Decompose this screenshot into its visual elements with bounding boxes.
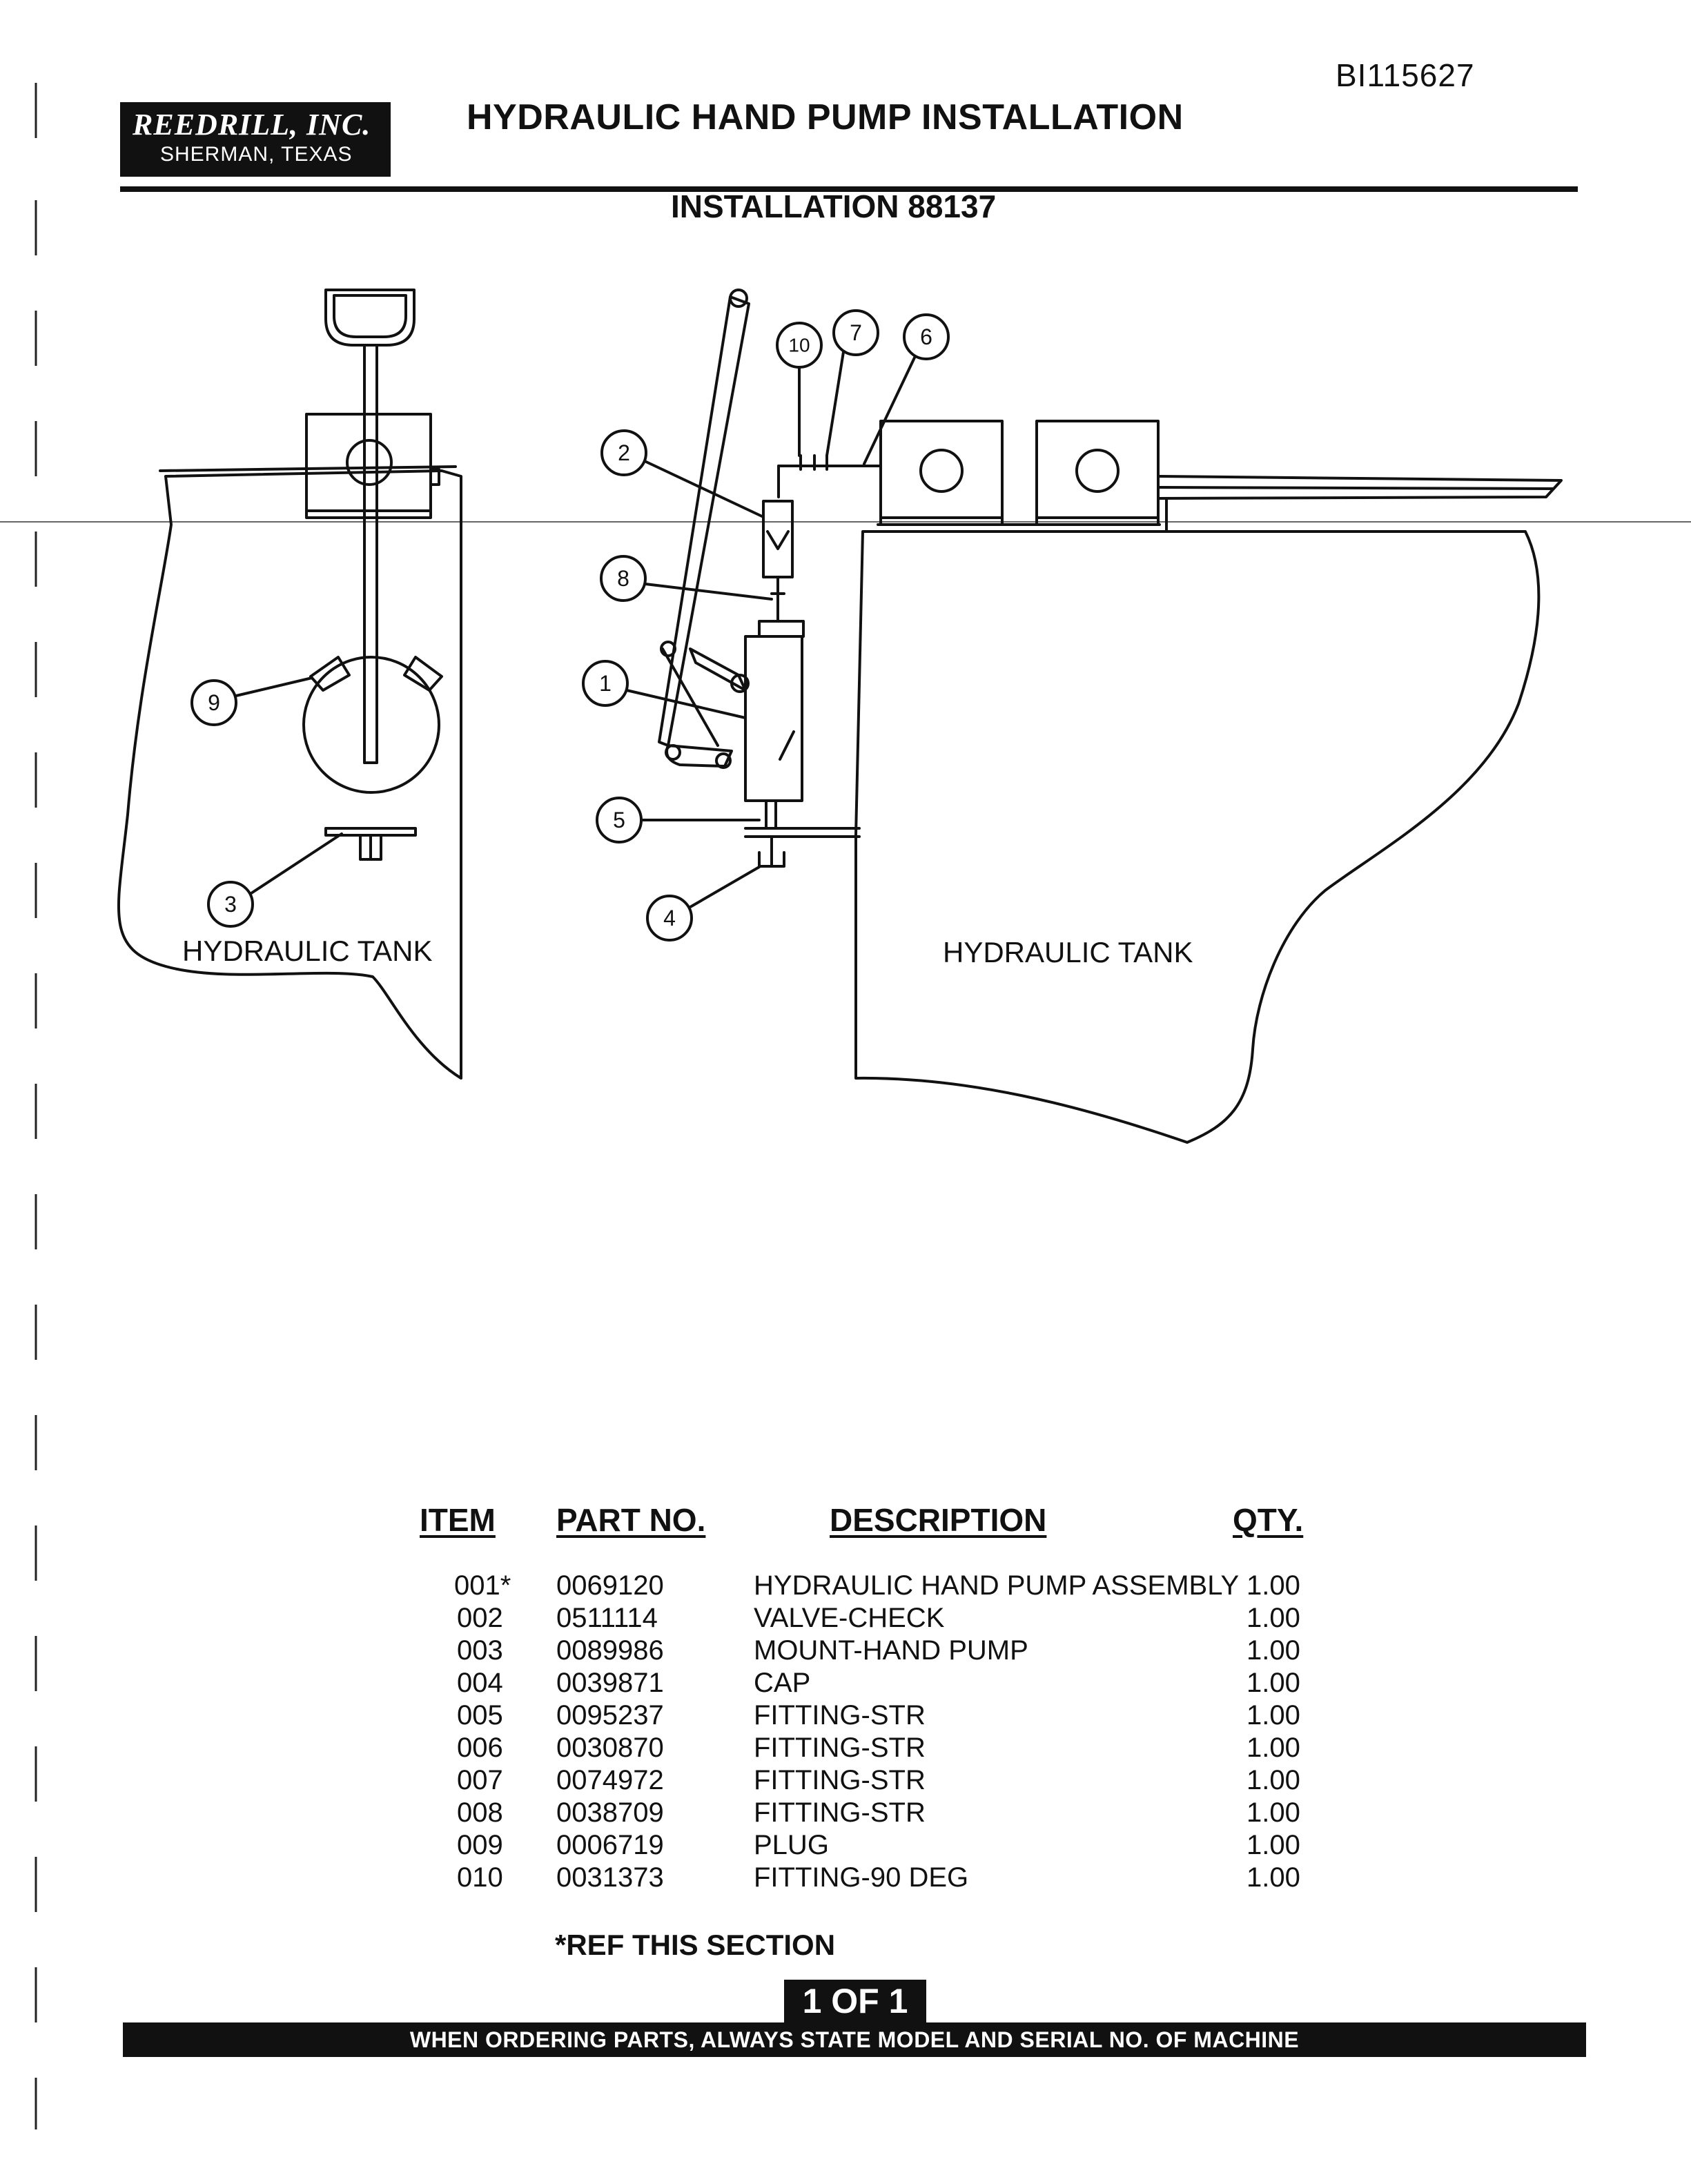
part-no-cell: 0511114 — [556, 1603, 658, 1633]
right-mount-block-2 — [1035, 420, 1160, 526]
qty-cell: 1.00 — [1247, 1603, 1300, 1633]
description-cell: HYDRAULIC HAND PUMP ASSEMBLY — [754, 1570, 1240, 1601]
callout-1-circle — [582, 660, 629, 707]
table-row: 007 0074972 FITTING-STR 1.00 — [414, 1765, 1380, 1797]
right-check-valve — [762, 500, 794, 578]
left-tank-outline — [117, 469, 462, 1080]
table-row: 009 0006719 PLUG 1.00 — [414, 1830, 1380, 1862]
part-no-cell: 0031373 — [556, 1862, 664, 1893]
part-no-cell: 0038709 — [556, 1797, 664, 1828]
qty-cell: 1.00 — [1247, 1668, 1300, 1698]
table-row: 003 0089986 MOUNT-HAND PUMP 1.00 — [414, 1635, 1380, 1668]
header-rule — [120, 186, 1578, 192]
description-cell: FITTING-STR — [754, 1700, 926, 1730]
company-logo: REEDRILL, INC. SHERMAN, TEXAS — [120, 102, 391, 177]
qty-cell: 1.00 — [1247, 1797, 1300, 1828]
item-cell: 008 — [457, 1797, 503, 1828]
description-cell: PLUG — [754, 1830, 829, 1860]
part-no-cell: 0039871 — [556, 1668, 664, 1698]
callout-8-circle — [600, 555, 647, 602]
description-cell: CAP — [754, 1668, 811, 1698]
table-row: 002 0511114 VALVE-CHECK 1.00 — [414, 1603, 1380, 1635]
right-tank-outline — [854, 530, 1541, 1144]
callout-8-label: 8 — [617, 566, 629, 591]
callout-7-circle — [832, 309, 879, 356]
table-row: 008 0038709 FITTING-STR 1.00 — [414, 1797, 1380, 1830]
table-row: 006 0030870 FITTING-STR 1.00 — [414, 1733, 1380, 1765]
callout-6-label: 6 — [920, 324, 932, 349]
left-mount-block — [305, 413, 432, 519]
table-row: 005 0095237 FITTING-STR 1.00 — [414, 1700, 1380, 1733]
installation-diagram: 1 2 3 4 5 6 7 8 9 10 HYDRAULIC TANK HYDR… — [0, 289, 1691, 1144]
logo-city: SHERMAN, TEXAS — [160, 143, 353, 166]
item-cell: 007 — [457, 1765, 503, 1795]
left-mount-hole — [346, 439, 393, 486]
document-id: BI115627 — [1336, 57, 1475, 93]
item-cell: 004 — [457, 1668, 503, 1698]
qty-cell: 1.00 — [1247, 1700, 1300, 1730]
page-subtitle: INSTALLATION 88137 — [671, 188, 997, 224]
item-cell: 001* — [454, 1570, 511, 1601]
callout-2-circle — [600, 429, 647, 476]
item-cell: 010 — [457, 1862, 503, 1893]
table-row: 001* 0069120 HYDRAULIC HAND PUMP ASSEMBL… — [414, 1570, 1380, 1603]
item-cell: 005 — [457, 1700, 503, 1730]
description-cell: MOUNT-HAND PUMP — [754, 1635, 1028, 1666]
page-title: HYDRAULIC HAND PUMP INSTALLATION — [467, 97, 1184, 137]
qty-cell: 1.00 — [1247, 1733, 1300, 1763]
callout-9-circle — [190, 679, 237, 726]
callout-1-label: 1 — [599, 671, 612, 696]
header-part-no: PART NO. — [556, 1502, 706, 1538]
table-row: 004 0039871 CAP 1.00 — [414, 1668, 1380, 1700]
qty-cell: 1.00 — [1247, 1570, 1300, 1601]
footer-banner: WHEN ORDERING PARTS, ALWAYS STATE MODEL … — [123, 2022, 1586, 2057]
callout-9-label: 9 — [208, 690, 220, 715]
qty-cell: 1.00 — [1247, 1862, 1300, 1893]
callout-6-circle — [903, 313, 950, 360]
description-cell: FITTING-STR — [754, 1765, 926, 1795]
right-pump-cylinder — [744, 635, 803, 802]
callout-4-circle — [646, 895, 693, 942]
header-description: DESCRIPTION — [830, 1502, 1047, 1538]
ref-note: *REF THIS SECTION — [555, 1929, 836, 1961]
description-cell: FITTING-STR — [754, 1733, 926, 1763]
qty-cell: 1.00 — [1247, 1765, 1300, 1795]
part-no-cell: 0089986 — [556, 1635, 664, 1666]
callout-2-label: 2 — [618, 440, 630, 465]
callout-3-circle — [207, 881, 254, 928]
description-cell: FITTING-90 DEG — [754, 1862, 969, 1893]
table-row: 010 0031373 FITTING-90 DEG 1.00 — [414, 1862, 1380, 1895]
part-no-cell: 0006719 — [556, 1830, 664, 1860]
binder-edge-marks — [35, 83, 37, 2129]
right-tank-label: HYDRAULIC TANK — [943, 936, 1193, 968]
item-cell: 006 — [457, 1733, 503, 1763]
qty-cell: 1.00 — [1247, 1830, 1300, 1860]
right-mount-block-1 — [879, 420, 1004, 526]
part-no-cell: 0069120 — [556, 1570, 664, 1601]
item-cell: 002 — [457, 1603, 503, 1633]
callout-4-label: 4 — [663, 906, 676, 930]
left-handle-grip — [324, 289, 416, 347]
item-cell: 003 — [457, 1635, 503, 1666]
header-item: ITEM — [420, 1502, 496, 1538]
item-cell: 009 — [457, 1830, 503, 1860]
callout-7-label: 7 — [850, 320, 862, 345]
description-cell: VALVE-CHECK — [754, 1603, 945, 1633]
part-no-cell: 0030870 — [556, 1733, 664, 1763]
page-indicator: 1 OF 1 — [784, 1980, 926, 2022]
part-no-cell: 0074972 — [556, 1765, 664, 1795]
logo-company-name: REEDRILL, INC. — [133, 108, 371, 142]
part-no-cell: 0095237 — [556, 1700, 664, 1730]
description-cell: FITTING-STR — [754, 1797, 926, 1828]
left-pump-body — [302, 656, 440, 794]
qty-cell: 1.00 — [1247, 1635, 1300, 1666]
callout-10-label: 10 — [788, 335, 810, 356]
header-qty: QTY. — [1233, 1502, 1304, 1538]
callout-3-label: 3 — [224, 892, 237, 917]
left-tank-label: HYDRAULIC TANK — [182, 935, 433, 967]
callout-5-label: 5 — [613, 808, 625, 832]
